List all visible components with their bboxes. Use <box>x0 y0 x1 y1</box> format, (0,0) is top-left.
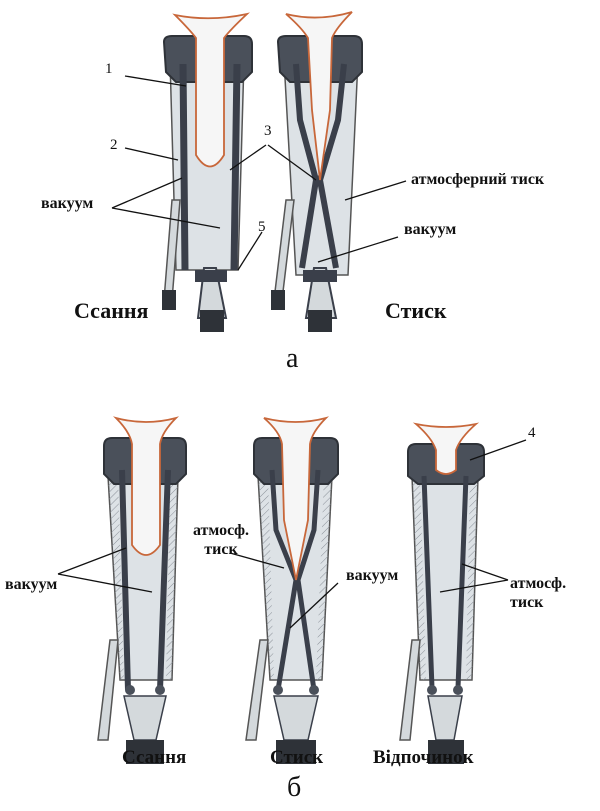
caption-suction-a: Ссання <box>74 300 148 322</box>
tube-nozzle <box>308 310 332 332</box>
milk-hose <box>246 640 268 740</box>
caption-compression-b: Стиск <box>270 748 323 767</box>
label-atm-b-right: атмосф. тиск <box>510 574 580 612</box>
cup-a-compression <box>271 12 362 332</box>
label-number-5: 5 <box>258 220 266 235</box>
valve-ball <box>273 685 283 695</box>
tube-nozzle <box>200 310 224 332</box>
caption-rest-b: Відпочинок <box>373 748 474 767</box>
hose-end <box>271 290 285 310</box>
cup-b-suction <box>98 418 186 764</box>
milk-hose <box>274 200 294 300</box>
short-tube <box>428 696 462 740</box>
hose-end <box>162 290 176 310</box>
label-vacuum-b-mid: вакуум <box>346 568 398 584</box>
section-label-a: а <box>286 345 298 373</box>
label-atm-b-mid: атмосф. тиск <box>186 521 256 559</box>
label-number-1: 1 <box>105 62 113 77</box>
valve-ball <box>453 685 463 695</box>
cup-b-compression <box>246 418 338 764</box>
tube-ring <box>195 270 227 282</box>
tube-ring <box>303 270 337 282</box>
short-tube <box>274 696 318 740</box>
caption-suction-b: Ссання <box>122 748 186 767</box>
label-number-2: 2 <box>110 138 118 153</box>
cup-b-rest <box>400 424 484 764</box>
label-vacuum-b-left: вакуум <box>5 577 57 593</box>
leader-lines-a <box>112 76 406 270</box>
valve-ball <box>427 685 437 695</box>
valve-ball <box>309 685 319 695</box>
label-vacuum-a-right: вакуум <box>404 222 456 238</box>
short-tube <box>124 696 166 740</box>
milk-hose <box>400 640 420 740</box>
cup-a-suction <box>162 14 252 332</box>
label-number-3: 3 <box>264 124 272 139</box>
section-label-b: б <box>287 774 301 802</box>
label-number-4: 4 <box>528 426 536 441</box>
label-atmospheric-pressure: атмосферний тиск <box>411 172 544 188</box>
valve-ball <box>155 685 165 695</box>
valve-ball <box>125 685 135 695</box>
milk-hose <box>98 640 118 740</box>
label-vacuum-a-left: вакуум <box>41 196 93 212</box>
caption-compression-a: Стиск <box>385 300 447 322</box>
